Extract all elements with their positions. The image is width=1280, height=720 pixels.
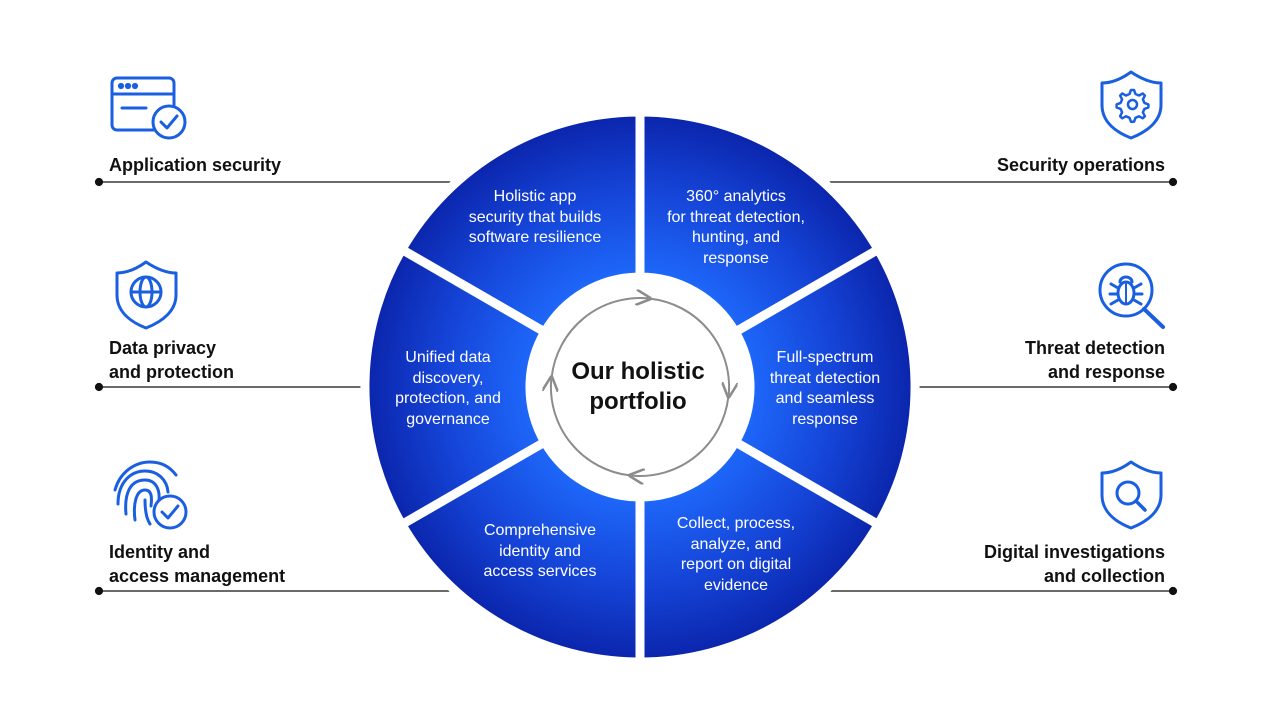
cycle-arrow [550,298,649,378]
category-label-app-security: Application security [109,155,282,175]
cycle-arrow [551,379,631,477]
segment-text-threat-detection: Full-spectrum threat detection and seaml… [769,349,881,428]
shield-gear-icon [1100,70,1163,140]
connector-dot [1168,177,1178,187]
category-label-data-privacy: Data privacy and protection [109,338,234,382]
bug-magnifier-icon [1098,262,1165,329]
shield-globe-icon [115,260,178,330]
segment-threat-detection [730,245,920,529]
connector-dot [94,177,104,187]
category-label-digital-investigations: Digital investigations and collection [983,542,1165,586]
segment-app-security [397,107,645,337]
segment-data-privacy [360,245,550,529]
cycle-arrow [649,297,729,396]
category-label-security-ops: Security operations [996,155,1165,175]
segment-security-ops [635,107,883,337]
cycle-ring [551,298,729,476]
connector-dot [94,382,104,392]
segment-text-data-privacy: Unified data discovery, protection, and … [395,349,501,428]
browser-check-icon [110,76,187,140]
fingerprint-check-icon [113,460,188,530]
segment-text-digital-investigations: Collect, process, analyze, and report on… [676,515,796,594]
segment-text-security-ops: 360° analytics for threat detection, hun… [667,188,805,267]
connector-dot [1168,382,1178,392]
connector-dot [94,586,104,596]
segment-digital-investigations [635,437,883,667]
connector-dot [1168,586,1178,596]
segment-identity [397,437,645,667]
shield-search-icon [1100,460,1163,530]
category-label-identity: Identity and access management [109,542,286,586]
center-title: Our holistic portfolio [571,358,705,415]
segment-text-app-security: Holistic app security that builds softwa… [468,188,602,246]
category-label-threat-detection: Threat detection and response [1024,338,1165,382]
segment-text-identity: Comprehensive identity and access servic… [483,522,597,580]
cycle-arrow [632,396,730,476]
